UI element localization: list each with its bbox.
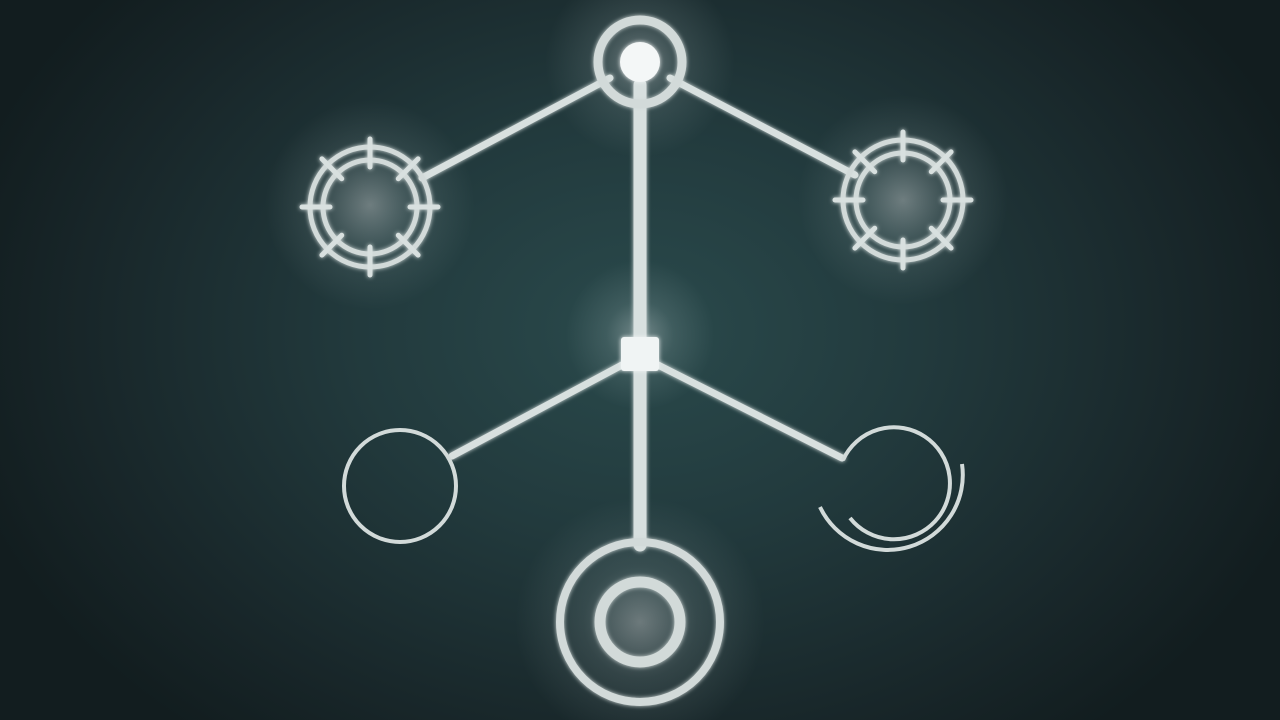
hub-square-icon xyxy=(621,337,659,371)
gear-tick xyxy=(852,149,878,175)
gear-tick xyxy=(395,156,421,182)
concentric-ring-icon xyxy=(594,576,686,668)
hub-node[interactable] xyxy=(621,337,659,371)
glow-layer xyxy=(265,0,1008,720)
upper-right-glow xyxy=(798,95,1008,305)
upper-left-glow xyxy=(265,100,475,310)
gear-tick xyxy=(928,225,954,251)
gear-tick xyxy=(852,225,878,251)
bottom-node[interactable] xyxy=(556,538,724,706)
link-layer xyxy=(418,74,859,552)
outer-arc-segment xyxy=(818,463,965,552)
bottom-outer-ring xyxy=(556,538,724,706)
upper-left-ticks xyxy=(299,136,441,278)
lower-right-node[interactable] xyxy=(818,425,965,552)
empty-ring-icon xyxy=(342,428,458,544)
upper-right-ticks xyxy=(832,129,974,271)
gear-tick xyxy=(319,232,345,258)
gear-tick xyxy=(395,232,421,258)
gear-tick xyxy=(928,149,954,175)
link-hub-lower-right[interactable] xyxy=(654,361,846,462)
root-outer-ring xyxy=(593,15,687,109)
target-node-icon xyxy=(620,42,660,82)
gear-tick xyxy=(319,156,345,182)
link-root-upper-left[interactable] xyxy=(418,74,614,182)
upper-left-node[interactable] xyxy=(299,136,441,278)
link-hub-lower-left[interactable] xyxy=(448,361,626,460)
upper-right-node[interactable] xyxy=(832,129,974,271)
arc-ring-icon xyxy=(841,425,952,542)
root-node[interactable] xyxy=(593,15,687,109)
lower-left-node[interactable] xyxy=(342,428,458,544)
link-root-upper-right[interactable] xyxy=(666,74,859,179)
bottom-glow xyxy=(515,497,765,720)
